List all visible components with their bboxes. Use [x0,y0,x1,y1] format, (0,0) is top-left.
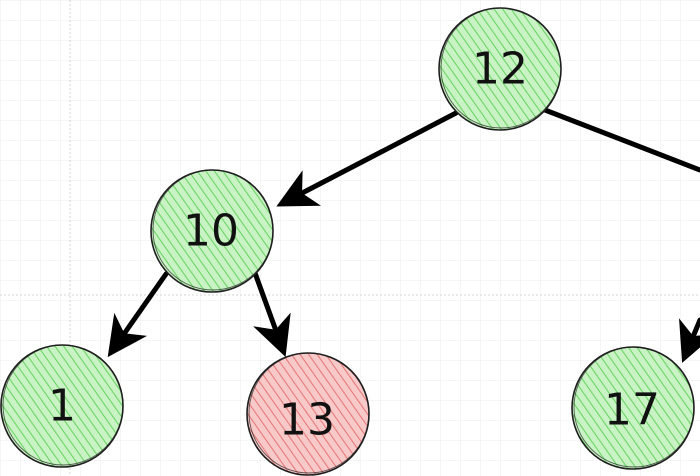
tree-node-left[interactable]: 10 [150,169,274,293]
node-label: 13 [279,395,335,446]
tree-node-root[interactable]: 12 [438,7,562,131]
tree-node-left-left[interactable]: 1 [0,344,124,468]
edge-right-arrow-tail [679,317,700,363]
node-label: 12 [472,44,528,95]
node-label: 1 [48,381,76,432]
edge-root-to-left [276,110,459,207]
edge-root-to-right [542,107,700,173]
edges [107,107,700,363]
edge-left-to-left-right [252,270,291,358]
tree-node-left-right[interactable]: 13 [246,352,370,476]
node-label: 17 [604,385,660,436]
edge-left-to-left-left [107,271,169,358]
node-label: 10 [183,206,239,257]
tree-node-right[interactable]: 17 [571,346,695,470]
